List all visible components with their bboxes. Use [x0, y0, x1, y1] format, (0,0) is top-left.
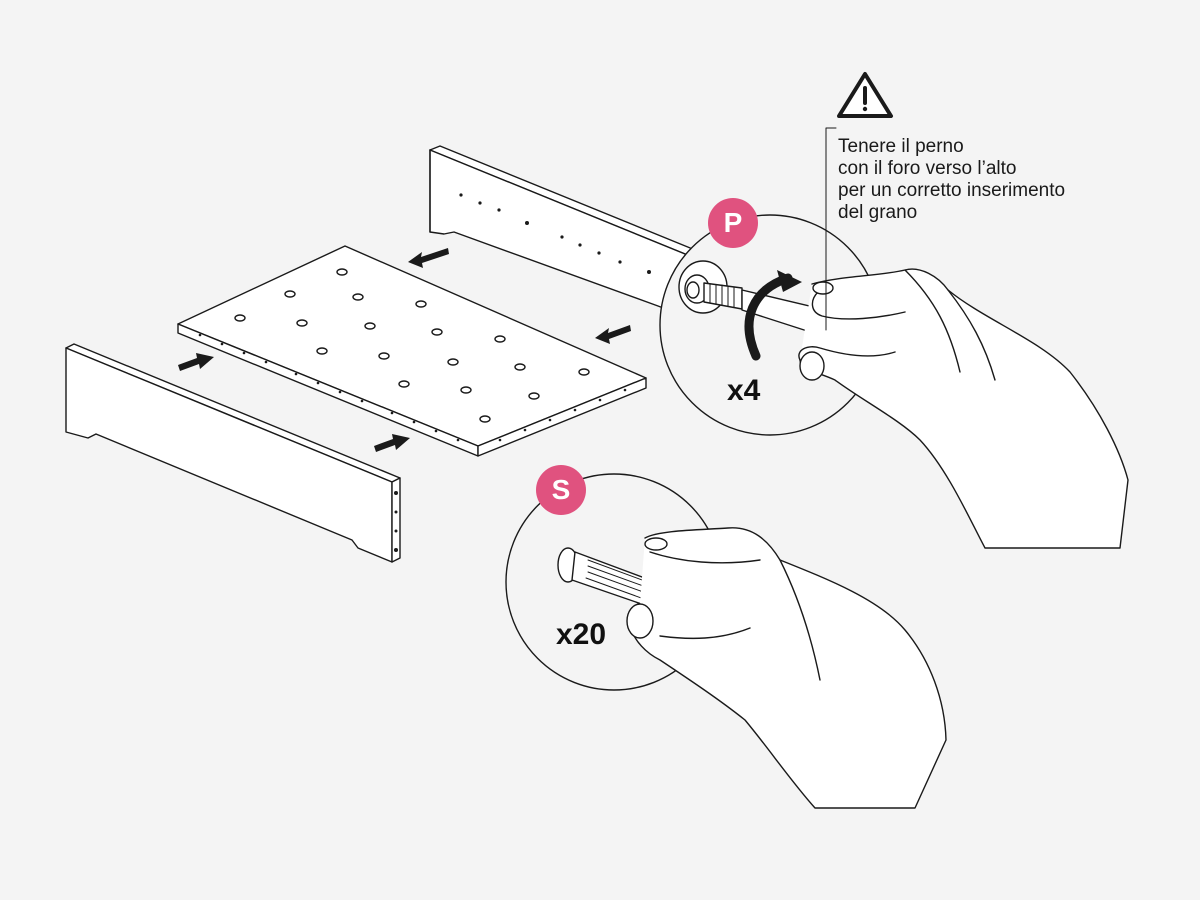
dowel-badge: S: [536, 465, 586, 515]
arrow-icon: [595, 325, 631, 344]
hand-icon: [798, 268, 1129, 549]
pin-detail: [659, 214, 881, 436]
back-side-panel: [429, 145, 701, 319]
warning-triangle-icon: [837, 72, 893, 118]
warning-note-line: con il foro verso l’alto: [838, 158, 1017, 179]
warning-note-line: per un corretto inserimento: [838, 180, 1066, 201]
warning-note-line: Tenere il perno: [838, 136, 964, 157]
hand-icon: [626, 527, 947, 809]
warning-note-line: del grano: [838, 202, 918, 223]
arrow-icon: [408, 248, 449, 268]
pin-badge: P: [708, 198, 758, 248]
dowel-quantity: x20: [556, 618, 607, 651]
pin-quantity: x4: [727, 374, 761, 407]
arrow-icon: [374, 434, 410, 452]
arrow-icon: [178, 353, 214, 371]
warning-leader-line: [825, 127, 837, 331]
front-side-panel: [65, 343, 401, 563]
bottom-board: [177, 245, 647, 457]
warning-note: Tenere il perno con il foro verso l’alto…: [838, 136, 1178, 224]
